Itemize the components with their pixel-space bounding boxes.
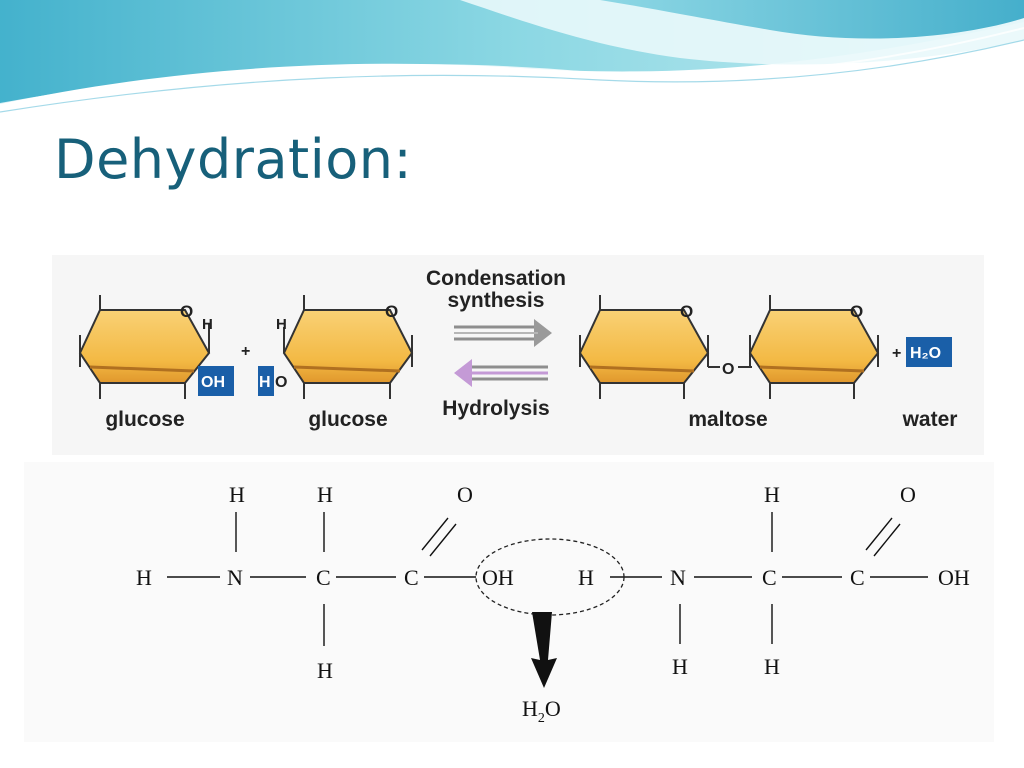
atom-h-terminal: H — [136, 565, 152, 590]
glycosidic-oxygen-label: O — [722, 361, 734, 378]
atom-h: H — [764, 654, 780, 679]
ring-oxygen-label: O — [385, 302, 398, 321]
water-formula: H₂O — [910, 345, 941, 362]
atom-n: N — [670, 565, 686, 590]
atom-o: O — [457, 482, 473, 507]
hydrogen-highlight — [258, 366, 274, 396]
atom-c-alpha: C — [762, 565, 777, 590]
hydrogen-label: H — [202, 316, 213, 333]
water-label: water — [902, 408, 958, 431]
bonds — [167, 512, 928, 646]
forward-arrow — [454, 319, 552, 347]
water-highlight — [906, 337, 952, 367]
atom-c-carbonyl: C — [850, 565, 865, 590]
hydrogen-label: H — [276, 316, 287, 333]
peptide-bond-diagram: H N H C H H C O OH H N H C H H C O OH H2… — [24, 462, 994, 742]
ring-oxygen-label: O — [680, 302, 693, 321]
glucose-ring-2 — [282, 295, 414, 399]
hydroxyl-label: OH — [201, 374, 225, 391]
hydroxyl-group: OH — [938, 565, 970, 590]
elimination-arrow — [531, 612, 557, 688]
condensation-label: Condensation — [426, 267, 566, 290]
maltose-ring-2 — [748, 295, 880, 399]
ring-oxygen-label: O — [180, 302, 193, 321]
hydrogen-highlight-label: H — [259, 374, 271, 391]
atom-c-alpha: C — [316, 565, 331, 590]
glucose-label-2: glucose — [308, 408, 387, 431]
removed-water-ellipse — [475, 538, 625, 616]
atom-h: H — [764, 482, 780, 507]
atom-n: N — [227, 565, 243, 590]
atom-h: H — [672, 654, 688, 679]
maltose-ring-1 — [578, 295, 710, 399]
atom-h: H — [229, 482, 245, 507]
atom-c-carbonyl: C — [404, 565, 419, 590]
plus-sign: + — [241, 343, 250, 360]
hydroxyl-highlight — [198, 366, 234, 396]
hydrolysis-label: Hydrolysis — [442, 397, 549, 420]
synthesis-label: synthesis — [448, 289, 545, 312]
product-plus-sign: + — [892, 345, 901, 362]
hydroxyl-oxygen-label: O — [275, 374, 287, 391]
maltose-label: maltose — [688, 408, 767, 431]
ring-oxygen-label: O — [850, 302, 863, 321]
glucose-ring-1 — [78, 295, 211, 399]
atom-o: O — [900, 482, 916, 507]
hydroxyl-group: OH — [482, 565, 514, 590]
reverse-arrow — [454, 359, 548, 387]
glucose-label-1: glucose — [105, 408, 184, 431]
header-wave-decoration — [0, 0, 1024, 113]
atom-h-amine: H — [578, 565, 594, 590]
water-product: H2O — [522, 696, 561, 726]
atom-h: H — [317, 658, 333, 683]
slide-title: Dehydration: — [54, 128, 413, 191]
condensation-diagram: O H OH + O H H O Condensation synthesis … — [52, 255, 984, 455]
atom-h: H — [317, 482, 333, 507]
